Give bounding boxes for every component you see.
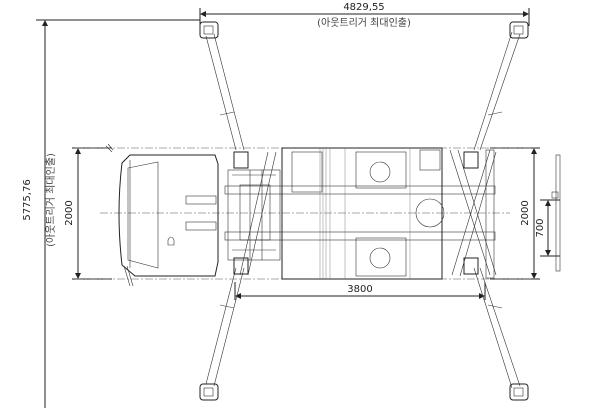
truck-width-dimension-right: 2000 bbox=[490, 147, 540, 280]
outrigger-pad-top-right bbox=[509, 21, 529, 39]
truck-width-left-value: 2000 bbox=[64, 200, 75, 225]
outrigger-pad-bottom-left bbox=[199, 383, 219, 401]
outrigger-pad-top-left bbox=[199, 21, 219, 39]
outrigger-length-value: 5775,76 bbox=[22, 179, 33, 220]
outrigger-width-dimension: 4829,55 (아웃트리거 최대인출) bbox=[199, 2, 530, 29]
outrigger-width-value: 4829,55 bbox=[343, 2, 384, 13]
truck-width-dimension-left: 2000 bbox=[64, 147, 112, 280]
outrigger-pad-bottom-right bbox=[509, 383, 529, 401]
outrigger-length-dimension: 5775,76 (아웃트리거 최대인출) bbox=[22, 19, 200, 408]
side-dim-value: 700 bbox=[535, 218, 546, 237]
truck-plan-view bbox=[75, 143, 535, 287]
wheel bbox=[233, 151, 249, 169]
wheel bbox=[233, 257, 249, 275]
wheelbase-value: 3800 bbox=[347, 284, 372, 295]
wheelbase-dimension: 3800 bbox=[234, 282, 486, 300]
chassis-body bbox=[281, 147, 443, 280]
cab bbox=[118, 154, 219, 277]
truck-width-right-value: 2000 bbox=[520, 200, 531, 225]
outrigger-width-note: (아웃트리거 최대인출) bbox=[317, 17, 411, 29]
outrigger-length-note: (아웃트리거 최대인출) bbox=[45, 153, 57, 247]
side-dimension-700: 700 bbox=[535, 154, 561, 272]
wheel bbox=[463, 257, 479, 275]
wheel bbox=[463, 151, 479, 169]
outrigger-legs bbox=[199, 21, 529, 401]
